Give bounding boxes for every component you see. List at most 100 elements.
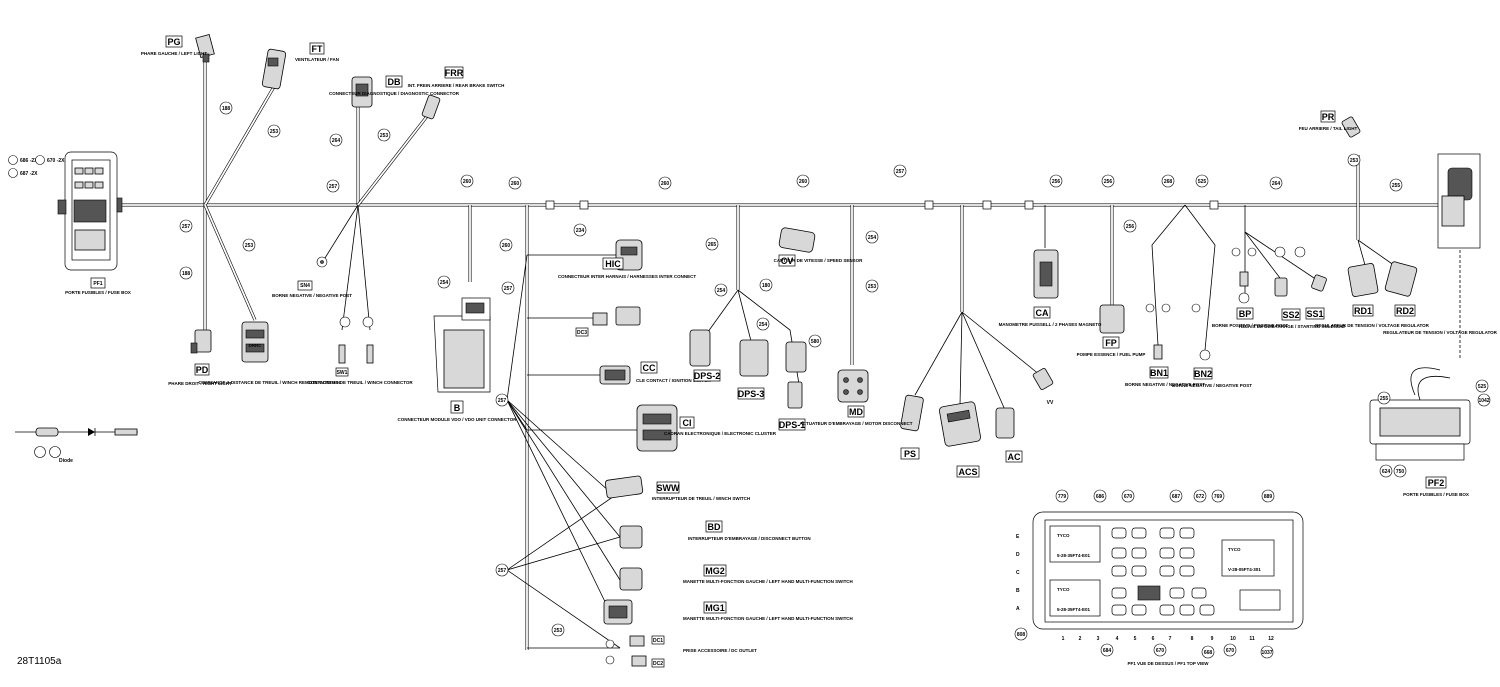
cv-speed-sensor-connector[interactable]	[778, 227, 816, 253]
md-motor-disconnect-connector[interactable]	[837, 369, 869, 403]
connector-code-bn2: BN2	[1194, 369, 1212, 379]
connector-code-ss1: SS1	[1306, 309, 1323, 319]
ss1-starting-solenoid[interactable]	[1294, 246, 1327, 292]
connector-code-dps2: DPS-2	[694, 371, 721, 381]
relay-tag: TYCO	[1228, 547, 1241, 552]
connector-desc-hic: CONNECTEUR INTER HARNAIS / HARNESSES INT…	[558, 274, 697, 279]
wire-label: 253	[868, 284, 877, 290]
wire-label: 255	[1380, 396, 1389, 402]
connector-code-hic: HIC	[605, 259, 621, 269]
row-letter: B	[1016, 588, 1020, 594]
dc-outlet-connectors[interactable]	[605, 635, 647, 667]
figure-id: 28T1105a	[17, 656, 62, 667]
acs-connector[interactable]	[939, 401, 981, 447]
cc-ignition-switch-connector[interactable]	[599, 365, 631, 385]
pf1-callout: 670	[1156, 648, 1165, 654]
connector-code-dc3: DC3	[577, 330, 587, 336]
wire-label: 253	[270, 129, 279, 135]
central-bus-harness	[506, 205, 637, 650]
connector-desc-rd1: REGULATEUR DE TENSION / VOLTAGE REGULATO…	[1315, 323, 1430, 328]
mg2-multifunction-switch-connector[interactable]	[619, 567, 643, 591]
pf1-callout: 687	[1172, 494, 1181, 500]
ca-magneto-connector[interactable]	[1033, 249, 1059, 299]
sw1-winch-terminals[interactable]	[338, 316, 374, 364]
connector-desc-rd2: REGULATEUR DE TENSION / VOLTAGE REGULATO…	[1383, 330, 1498, 335]
connector-code-ps: PS	[904, 449, 916, 459]
sn4-negative-post[interactable]	[316, 256, 328, 268]
acs-branch-harness	[914, 205, 1041, 411]
bp-positive-post[interactable]	[1231, 247, 1257, 304]
bn1-negative-post[interactable]	[1145, 303, 1171, 360]
b-vdo-unit-connector[interactable]	[433, 297, 491, 393]
wire-label: 260	[463, 179, 472, 185]
connector-desc-sww: INTERRUPTEUR DE TREUIL / WINCH SWITCH	[652, 496, 750, 501]
pg-left-light-connector[interactable]	[195, 34, 215, 63]
connector-code-b: B	[454, 403, 461, 413]
connector-code-sn4: SN4	[300, 283, 310, 289]
misc-text: 28T1105a Diode	[17, 458, 73, 667]
dps2-connector[interactable]	[689, 329, 711, 367]
dps1-connector[interactable]	[785, 341, 807, 409]
connector-desc-md: ACTUATEUR D'EMBRAYAGE / MOTOR DISCONNECT	[799, 421, 912, 426]
wire-label: 260	[511, 181, 520, 187]
pf1-callout: 1037	[1261, 650, 1272, 656]
rd1-voltage-regulator-connector[interactable]	[1347, 263, 1379, 297]
dps3-connector[interactable]	[739, 339, 769, 377]
connector-code-rd1: RD1	[1354, 306, 1372, 316]
bd-disconnect-button-connector[interactable]	[619, 525, 643, 549]
pf1-top-view-caption: PF1 VUE DE DESSUS / PF1 TOP VIEW	[1127, 661, 1209, 666]
connector-desc-pg: PHARE GAUCHE / LEFT LIGHT	[141, 51, 208, 56]
wire-label: 265	[708, 242, 717, 248]
connector-code-cc: CC	[643, 363, 656, 373]
sww-winch-switch-connector[interactable]	[604, 475, 644, 499]
ss2-starting-solenoid[interactable]	[1274, 246, 1288, 297]
diode-label: Diode	[59, 458, 73, 464]
connector-code-db: DB	[388, 77, 401, 87]
rd2-voltage-regulator-connector[interactable]	[1384, 261, 1418, 297]
ps-connector[interactable]	[900, 394, 924, 432]
pf2-fuse-box[interactable]	[1369, 399, 1471, 461]
ac-connector[interactable]	[995, 407, 1015, 439]
connector-code-bd: BD	[708, 522, 721, 532]
wire-label: 257	[498, 568, 507, 574]
fuse-box-pf1[interactable]	[57, 151, 123, 271]
connector-code-dps3: DPS-3	[738, 389, 765, 399]
connector-code-ca: CA	[1036, 308, 1049, 318]
pf1-callout: 686	[1096, 494, 1105, 500]
connector-code-ss2: SS2	[1282, 310, 1299, 320]
connector-code-pd: PD	[196, 365, 209, 375]
fb-code-1: 686 -2X	[20, 158, 38, 164]
rear-end-connector-block[interactable]	[1437, 153, 1481, 249]
col-number: 5	[1134, 636, 1137, 642]
pr-tail-light-connector[interactable]	[1341, 116, 1361, 138]
db-frr-branch-harness	[324, 100, 430, 331]
drrc-winch-remote-connector[interactable]	[241, 321, 269, 363]
connector-code-rd2: RD2	[1396, 306, 1414, 316]
pd-right-light-connector[interactable]	[190, 329, 212, 354]
pf1-top-view[interactable]	[1032, 511, 1304, 630]
wire-label: 268	[1164, 179, 1173, 185]
vv-connector[interactable]	[1032, 368, 1054, 391]
db-diagnostic-connector[interactable]	[351, 76, 373, 108]
connector-code-bn1: BN1	[1150, 368, 1168, 378]
connector-code-bp: BP	[1239, 309, 1252, 319]
fp-fuel-pump-connector[interactable]	[1099, 304, 1125, 334]
ci-electronic-cluster-connector[interactable]	[636, 404, 678, 452]
relay-label: 5-28-35FT4-E01	[1057, 607, 1091, 612]
left-branch-harness	[203, 60, 277, 330]
connector-desc-b: CONNECTEUR MODULE VDO / VDO UNIT CONNECT…	[398, 417, 518, 422]
mg1-multifunction-switch-connector[interactable]	[603, 599, 633, 625]
wire-label: 255	[1392, 183, 1401, 189]
wire-label: 254	[759, 322, 768, 328]
connector-code-ft: FT	[312, 44, 323, 54]
col-number: 8	[1191, 636, 1194, 642]
connector-code-pf2: PF2	[1428, 478, 1445, 488]
connector-code-drrc: DRRC	[249, 343, 263, 348]
bn2-negative-post[interactable]	[1191, 303, 1211, 361]
wire-label: 180	[762, 283, 771, 289]
dc3-connector[interactable]	[592, 306, 641, 326]
connector-code-acs: ACS	[958, 467, 977, 477]
frr-rear-brake-switch-connector[interactable]	[421, 94, 441, 120]
ft-fan-connector[interactable]	[261, 48, 287, 90]
